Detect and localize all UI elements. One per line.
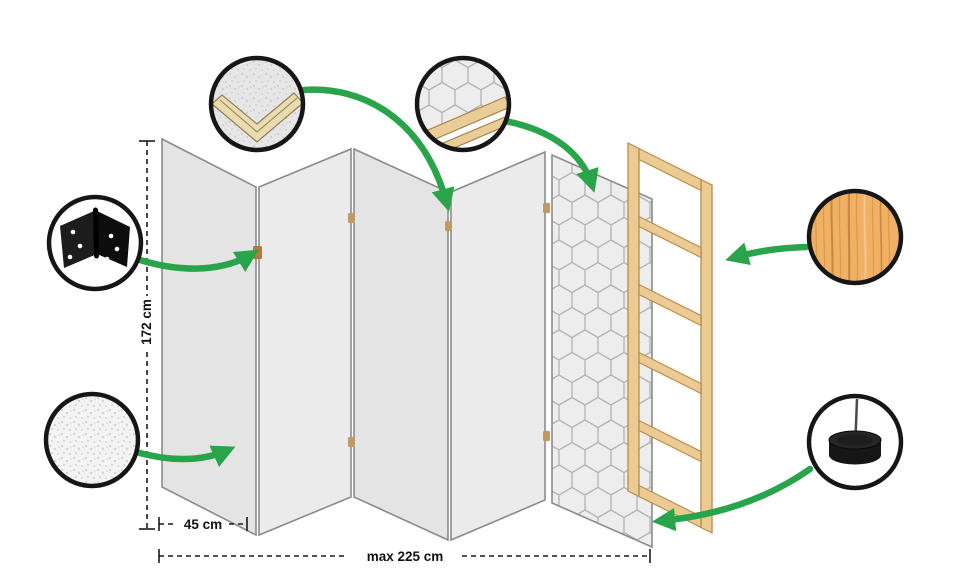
frame-corner-detail-icon	[213, 60, 301, 148]
callout-fabric	[43, 391, 141, 489]
fabric-texture-icon	[48, 396, 136, 484]
frame-right-rail	[700, 178, 713, 535]
frame-rung	[638, 419, 702, 463]
arrow-hinge-to-fold	[136, 249, 259, 272]
pattern-panel	[551, 153, 653, 549]
frame-rung	[638, 215, 702, 259]
frame-rung	[638, 351, 702, 395]
hinge-mark	[348, 213, 355, 223]
arrow-foot-to-base	[651, 465, 814, 532]
total-width-label: max 225 cm	[367, 549, 444, 564]
arrow-frame-corner-to-panel	[300, 86, 455, 212]
callout-pattern-corner	[414, 55, 512, 153]
dimension-panel-width: 45 cm	[158, 517, 248, 532]
panel-4	[450, 150, 546, 542]
folding-screen-panels	[161, 137, 653, 549]
arrow-wood-to-frame	[725, 242, 810, 265]
panel-3	[353, 147, 449, 542]
callout-wood	[806, 188, 904, 286]
panel-2	[258, 147, 352, 537]
pattern-corner-detail-icon	[419, 60, 507, 148]
hinge-mark	[445, 221, 452, 231]
hinge-icon	[60, 207, 130, 268]
callout-arrows	[132, 86, 814, 532]
callout-frame-corner	[208, 55, 306, 153]
callout-hinge	[46, 194, 144, 292]
dimension-height: 172 cm	[139, 140, 155, 530]
dimension-total-width: max 225 cm	[158, 549, 651, 564]
arrow-pattern-corner-to-panel	[501, 117, 599, 193]
frame-top-bar	[638, 147, 702, 192]
wood-frame-ladder	[627, 141, 713, 535]
frame-rung	[638, 283, 702, 327]
foot-pad-icon	[828, 398, 882, 465]
frame-left-rail	[627, 141, 640, 498]
hinge-mark	[348, 437, 355, 447]
callout-foot	[806, 393, 904, 491]
arrow-fabric-to-panel	[132, 445, 236, 467]
panel-width-label: 45 cm	[184, 517, 222, 532]
panel-1	[161, 137, 257, 537]
hinge-mark	[543, 203, 550, 213]
hinge-mark	[543, 431, 550, 441]
height-dimension-label: 172 cm	[139, 299, 154, 345]
